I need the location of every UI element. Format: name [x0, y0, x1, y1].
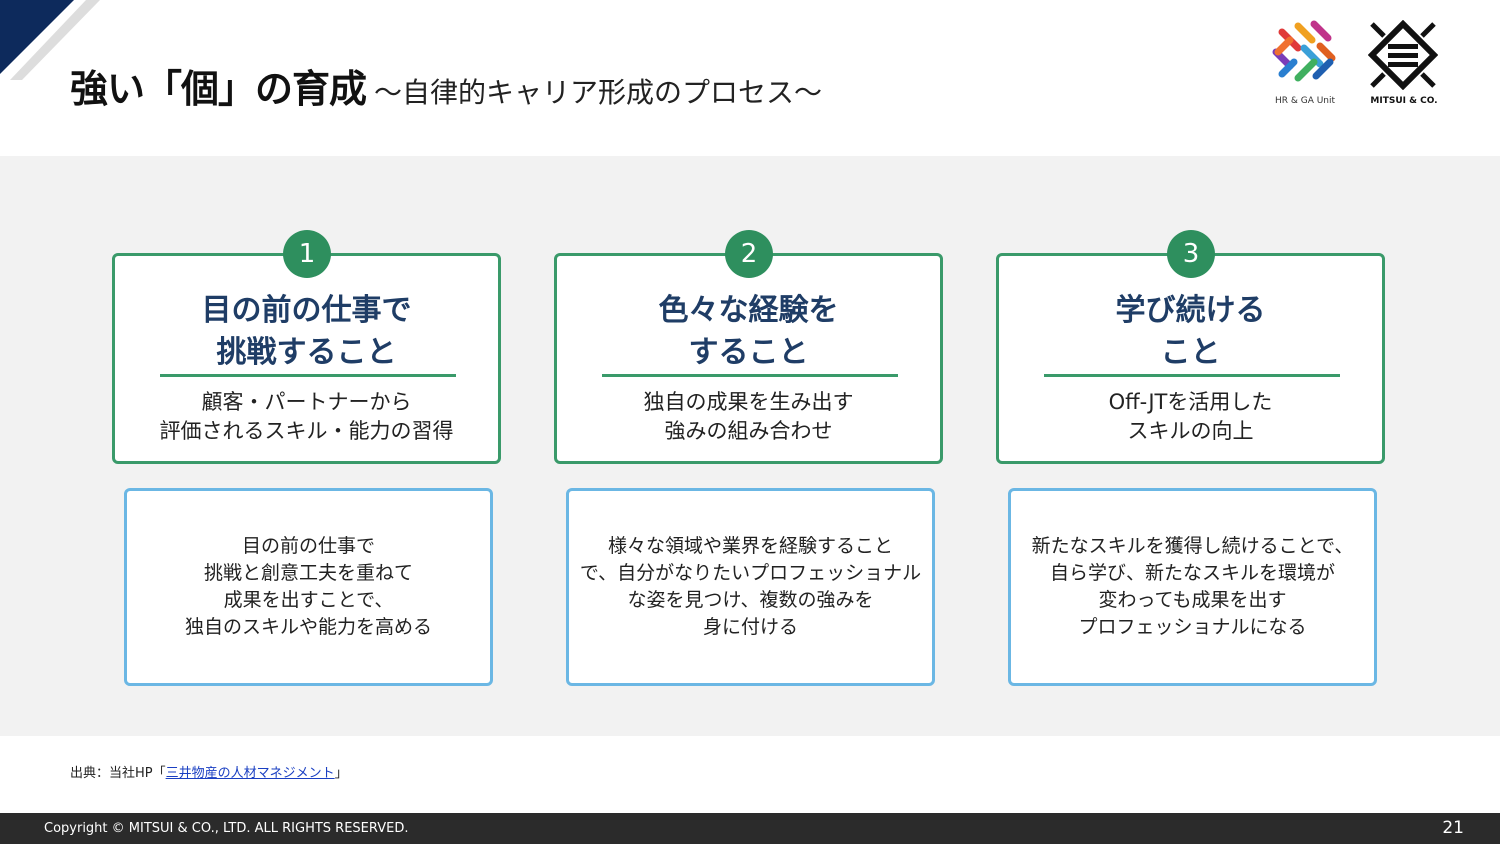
title-subtitle: ～自律的キャリア形成のプロセス～: [374, 76, 823, 109]
step-heading-box: [996, 253, 1385, 464]
heading-divider: [1044, 374, 1340, 377]
step-detail-box: 目の前の仕事で 挑戦と創意工夫を重ねて 成果を出すことで、 独自のスキルや能力を…: [124, 488, 493, 686]
page-number: 21: [1442, 818, 1464, 838]
hr-ga-unit-caption: HR & GA Unit: [1274, 96, 1336, 106]
heading-divider: [602, 374, 898, 377]
page-title: 強い「個」の育成～自律的キャリア形成のプロセス～: [70, 58, 822, 113]
step-detail: 新たなスキルを獲得し続けることで、 自ら学び、新たなスキルを環境が 変わっても成…: [1031, 535, 1354, 638]
hr-ga-unit-logo-icon: [1272, 20, 1336, 82]
step-heading-box: [554, 253, 943, 464]
footer-bar: Copyright © MITSUI & CO., LTD. ALL RIGHT…: [0, 813, 1500, 844]
heading-divider: [160, 374, 456, 377]
step-number-badge: 3: [1167, 230, 1215, 278]
step-heading: 学び続ける こと: [1115, 293, 1266, 370]
step-summary: 独自の成果を生み出す 強みの組み合わせ: [643, 390, 854, 443]
step-summary: 顧客・パートナーから 評価されるスキル・能力の習得: [159, 390, 454, 443]
logo-area: HR & GA Unit MITSUI & CO.: [1268, 18, 1438, 108]
step-detail-box: 新たなスキルを獲得し続けることで、 自ら学び、新たなスキルを環境が 変わっても成…: [1008, 488, 1377, 686]
step-heading: 目の前の仕事で 挑戦すること: [201, 293, 412, 370]
step-detail: 様々な領域や業界を経験すること で、自分がなりたいプロフェッショナル な姿を見つ…: [579, 535, 922, 638]
step-number-badge: 2: [725, 230, 773, 278]
step-detail-box: 様々な領域や業界を経験すること で、自分がなりたいプロフェッショナル な姿を見つ…: [566, 488, 935, 686]
step-heading: 色々な経験を すること: [658, 293, 839, 370]
step-number-badge: 1: [283, 230, 331, 278]
corner-stripe-decoration: [0, 0, 100, 80]
step-summary: Off-JTを活用した スキルの向上: [1108, 390, 1273, 443]
source-citation: 出典：当社HP「三井物産の人材マネジメント」: [70, 766, 348, 781]
title-main: 強い「個」の育成: [70, 67, 367, 111]
step-detail: 目の前の仕事で 挑戦と創意工夫を重ねて 成果を出すことで、 独自のスキルや能力を…: [184, 535, 432, 638]
copyright-text: Copyright © MITSUI & CO., LTD. ALL RIGHT…: [44, 821, 409, 836]
mitsui-logo-icon: [1368, 20, 1438, 90]
source-link[interactable]: 三井物産の人材マネジメント: [165, 766, 335, 781]
mitsui-caption: MITSUI & CO.: [1370, 96, 1438, 106]
